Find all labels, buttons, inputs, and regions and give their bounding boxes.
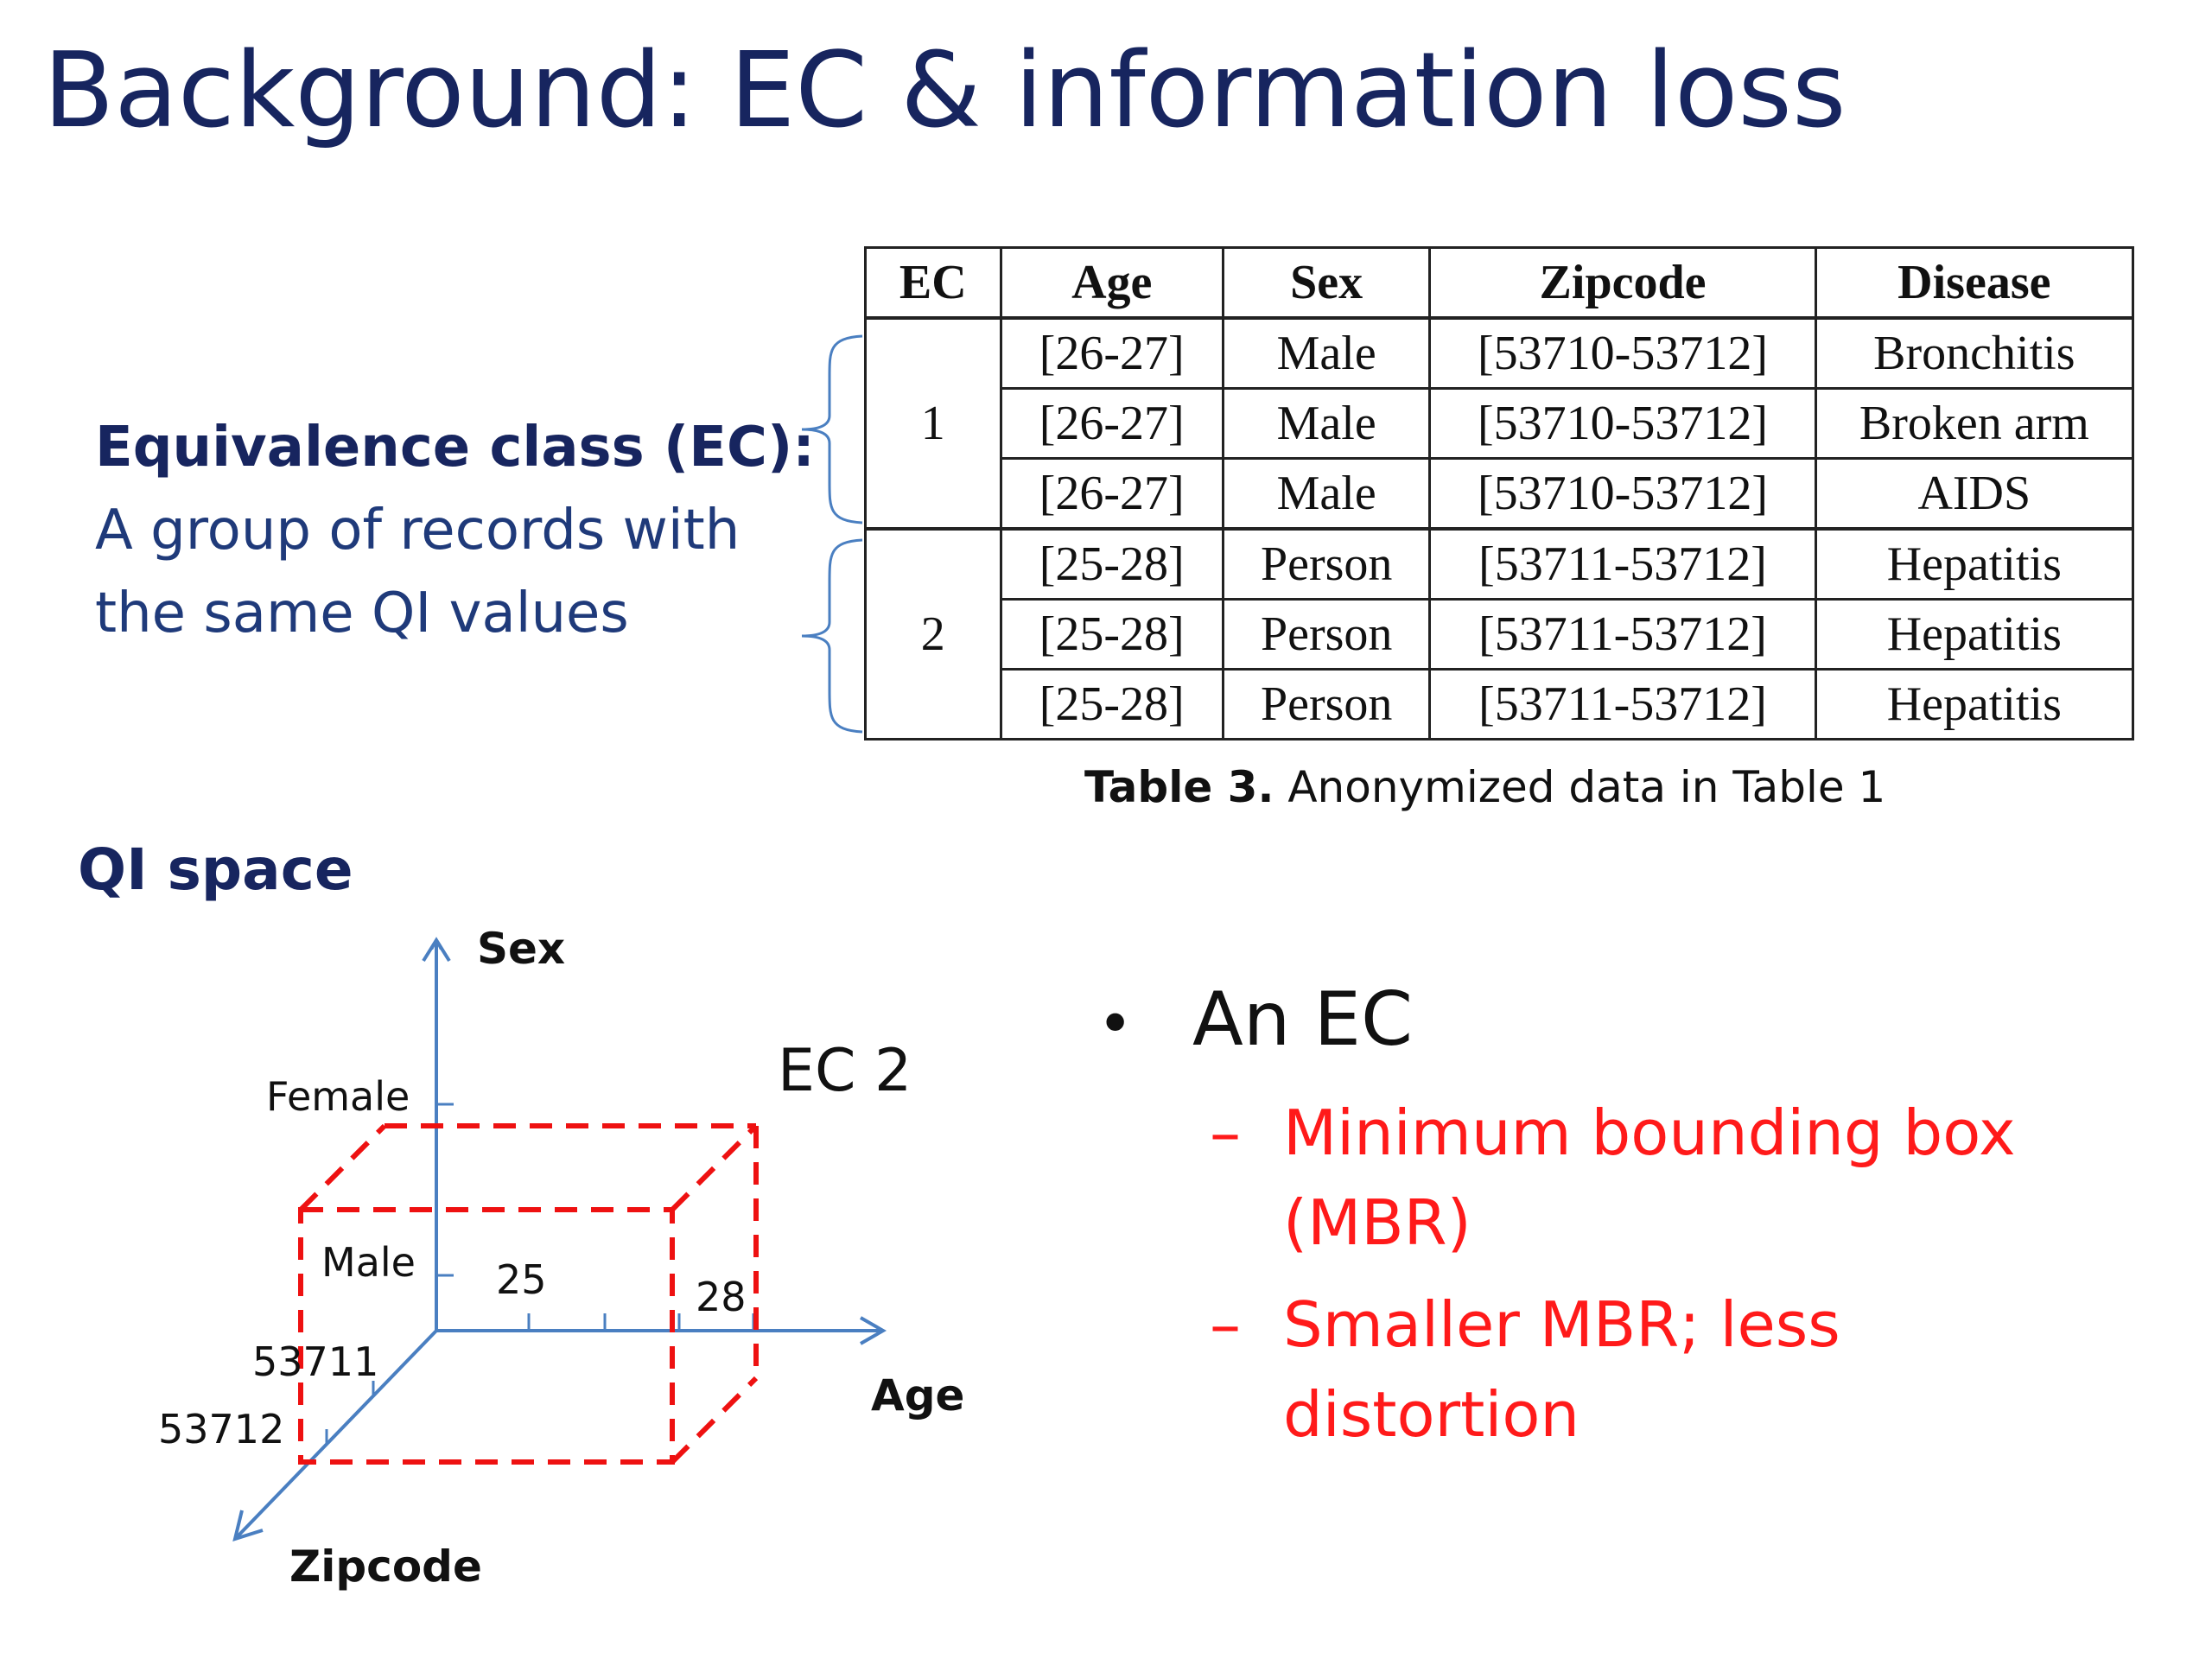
sub-bullet-1-line-1: Minimum bounding box	[1283, 1096, 2016, 1169]
table-row: [26-27] Male [53710-53712] AIDS	[866, 457, 2135, 531]
zipcode-axis-arrow-icon	[232, 1510, 264, 1541]
ec-definition-line-2: the same QI values	[95, 582, 629, 645]
female-label: Female	[266, 1073, 410, 1120]
qi-space-title: QI space	[78, 836, 353, 903]
age-cell: [25-28]	[999, 527, 1224, 601]
zipcode-cell: [53710-53712]	[1428, 457, 1817, 531]
sub-bullet-item: – Smaller MBR; less distortion	[1210, 1280, 2134, 1459]
zipcode-cell: [53711-53712]	[1428, 598, 1817, 671]
ec2-label: EC 2	[778, 1037, 912, 1105]
sex-axis-label: Sex	[477, 924, 565, 974]
zipcode-cell: [53711-53712]	[1428, 668, 1817, 741]
disease-cell: Hepatitis	[1814, 527, 2135, 601]
curly-brace-ec2	[801, 538, 863, 734]
column-header-ec: EC	[864, 246, 1002, 320]
column-header-zipcode: Zipcode	[1428, 246, 1817, 320]
age-cell: [26-27]	[999, 387, 1224, 460]
disease-cell: Bronchitis	[1814, 316, 2135, 390]
sub-bullet-item: – Minimum bounding box (MBR)	[1210, 1088, 2134, 1268]
table-row: 1 [26-27] Male [53710-53712] Bronchitis	[864, 316, 2135, 531]
zipcode-cell: [53710-53712]	[1428, 387, 1817, 460]
bullet-main-text: An EC	[1192, 976, 1414, 1063]
disease-cell: Hepatitis	[1814, 598, 2135, 671]
zipcode-cell: [53710-53712]	[1428, 316, 1817, 390]
table-row: [26-27] Male [53710-53712] Broken arm	[866, 387, 2135, 460]
column-header-age: Age	[999, 246, 1224, 320]
zip-53712-label: 53712	[158, 1406, 284, 1452]
table-row: 2 [25-28] Person [53711-53712] Hepatitis	[864, 527, 2135, 741]
disease-cell: Broken arm	[1814, 387, 2135, 460]
sub-bullet-1-line-2: (MBR)	[1283, 1186, 1471, 1259]
age-axis-label: Age	[871, 1370, 964, 1421]
sub-bullet-2-line-2: distortion	[1283, 1378, 1580, 1451]
table-header-row: EC Age Sex Zipcode Disease	[864, 246, 2135, 320]
sex-cell: Person	[1221, 598, 1432, 671]
sex-cell: Male	[1221, 387, 1432, 460]
ec-definition: Equivalence class (EC): A group of recor…	[95, 406, 815, 655]
dash-icon: –	[1210, 1288, 1241, 1361]
age-28-label: 28	[696, 1274, 747, 1320]
sex-axis-arrow-icon	[422, 937, 451, 963]
sex-cell: Male	[1221, 457, 1432, 531]
ec-definition-heading: Equivalence class (EC):	[95, 416, 815, 480]
table-caption-text: Anonymized data in Table 1	[1287, 762, 1886, 812]
table-row: [25-28] Person [53711-53712] Hepatitis	[866, 668, 2135, 741]
age-cell: [26-27]	[999, 457, 1224, 531]
disease-cell: Hepatitis	[1814, 668, 2135, 741]
curly-brace-ec1	[801, 334, 863, 524]
male-label: Male	[321, 1239, 416, 1286]
anonymized-data-table: EC Age Sex Zipcode Disease 1 [26-27] Mal…	[864, 246, 2135, 741]
age-axis-arrow-icon	[860, 1316, 887, 1345]
ec-cell: 1	[864, 316, 1002, 531]
bullet-list: • An EC – Minimum bounding box (MBR) – S…	[1097, 968, 2134, 1459]
column-header-disease: Disease	[1814, 246, 2135, 320]
sex-cell: Male	[1221, 316, 1432, 390]
bullet-item: • An EC	[1097, 968, 2134, 1076]
age-cell: [26-27]	[999, 316, 1224, 390]
sex-cell: Person	[1221, 668, 1432, 741]
zipcode-axis-label: Zipcode	[289, 1541, 482, 1592]
table-caption: Table 3. Anonymized data in Table 1	[1084, 762, 1885, 812]
column-header-sex: Sex	[1221, 246, 1432, 320]
ec2-bounding-box	[298, 1123, 759, 1465]
bullet-dot-icon: •	[1097, 988, 1134, 1059]
disease-cell: AIDS	[1814, 457, 2135, 531]
table-caption-number: Table 3.	[1084, 762, 1274, 812]
age-25-label: 25	[496, 1256, 547, 1303]
age-cell: [25-28]	[999, 598, 1224, 671]
ec-cell: 2	[864, 527, 1002, 741]
ec-definition-line-1: A group of records with	[95, 499, 741, 563]
zipcode-axis	[236, 1329, 438, 1538]
table-row: [25-28] Person [53711-53712] Hepatitis	[866, 598, 2135, 671]
zip-53711-label: 53711	[252, 1338, 378, 1385]
qi-space-diagram: Sex Age Zipcode Female Male 25 28 53711 …	[158, 924, 964, 1592]
dash-icon: –	[1210, 1096, 1241, 1169]
sex-cell: Person	[1221, 527, 1432, 601]
zipcode-cell: [53711-53712]	[1428, 527, 1817, 601]
sub-bullet-2-line-1: Smaller MBR; less	[1283, 1288, 1840, 1361]
slide-title: Background: EC & information loss	[43, 31, 1847, 151]
age-cell: [25-28]	[999, 668, 1224, 741]
